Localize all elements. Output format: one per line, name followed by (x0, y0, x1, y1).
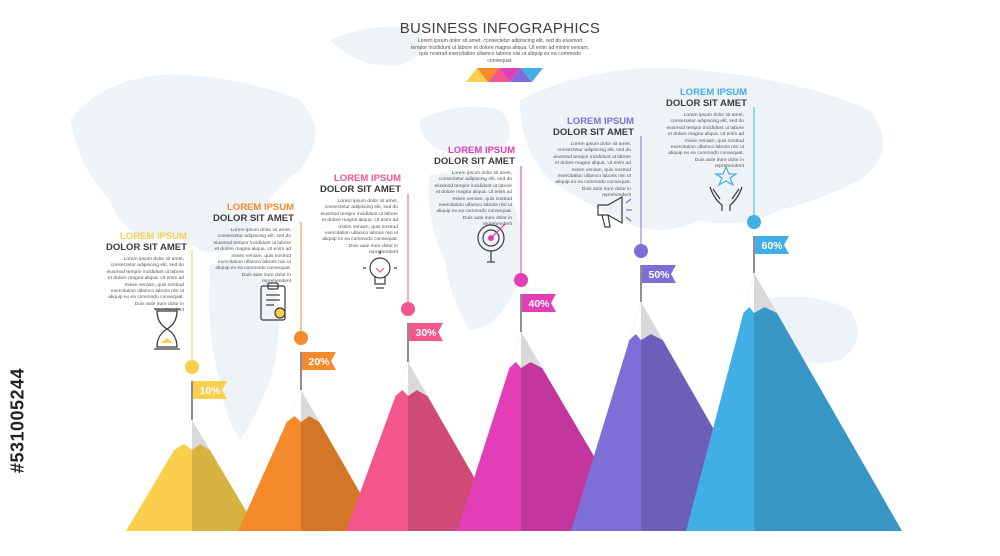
step-5-subheading: DOLOR SIT AMET (553, 127, 634, 138)
clipboard-icon (260, 282, 286, 321)
mountain-5-snow-shadow (641, 302, 663, 340)
header-triangle (477, 68, 499, 82)
step-5-text: LOREM IPSUM DOLOR SIT AMET Lorem ipsum d… (553, 116, 663, 200)
mountain-4-snow-shadow (521, 332, 543, 368)
mountain-5-left-face (571, 302, 641, 531)
step-1-dot (185, 360, 199, 374)
step-2-heading: LOREM IPSUM (227, 202, 295, 213)
mountain-3-left-face (346, 362, 408, 531)
target-icon (477, 223, 506, 263)
lightbulb-icon (363, 251, 397, 289)
step-5-heading: LOREM IPSUM (567, 116, 635, 127)
step-2-dot (294, 331, 308, 345)
step-4-flag (522, 294, 556, 312)
step-2-text: LOREM IPSUM DOLOR SIT AMET Lorem ipsum d… (213, 202, 323, 286)
step-4-subheading: DOLOR SIT AMET (434, 156, 515, 167)
step-3-text: LOREM IPSUM DOLOR SIT AMET Lorem ipsum d… (320, 173, 430, 257)
step-1-percent-label: 10% (199, 385, 221, 397)
step-5-flag (642, 265, 676, 283)
step-1-heading: LOREM IPSUM (120, 231, 188, 242)
stock-id-label: #531005244 (8, 320, 30, 520)
world-map-background (70, 26, 883, 440)
step-2-body: Lorem ipsum dolor sit amet, consectetur … (213, 228, 291, 285)
header-triangle (488, 68, 510, 82)
step-2-flag (302, 352, 336, 370)
step-4-text: LOREM IPSUM DOLOR SIT AMET Lorem ipsum d… (434, 145, 544, 229)
step-1-text: LOREM IPSUM DOLOR SIT AMET Lorem ipsum d… (106, 231, 216, 315)
stock-id-text: #531005244 (7, 367, 28, 474)
hourglass-icon (154, 308, 180, 350)
step-3-flag (409, 323, 443, 341)
step-6-body: Lorem ipsum dolor sit amet, consectetur … (666, 113, 744, 170)
step-1-flag (193, 381, 227, 399)
mountain-2-snow-shadow (301, 390, 320, 422)
page-subtitle: Lorem ipsum dolor sit amet, consectetur … (410, 38, 590, 64)
header-triangle (521, 68, 543, 82)
mountain-6-right-face (754, 273, 902, 531)
step-6-heading: LOREM IPSUM (680, 87, 748, 98)
step-5-dot (634, 244, 648, 258)
step-5-body: Lorem ipsum dolor sit amet, consectetur … (553, 142, 631, 199)
step-5-percent-label: 50% (648, 269, 670, 281)
step-6-text: LOREM IPSUM DOLOR SIT AMET Lorem ipsum d… (666, 87, 776, 171)
step-4-dot (514, 273, 528, 287)
stem-series: 10% 20% 30% 40% 50% 60% (185, 107, 789, 420)
step-1-body: Lorem ipsum dolor sit amet, consectetur … (106, 257, 184, 314)
step-6-percent-label: 60% (761, 240, 783, 252)
header-triangle (499, 68, 521, 82)
step-3-percent-label: 30% (415, 327, 437, 339)
step-4-heading: LOREM IPSUM (448, 145, 516, 156)
star-hands-icon (709, 165, 743, 211)
mountain-6-left-face (686, 273, 754, 531)
step-4-percent-label: 40% (528, 298, 550, 310)
header-triangle (466, 68, 488, 82)
header-triangle (510, 68, 532, 82)
mountain-2-left-face (238, 390, 301, 531)
step-4-body: Lorem ipsum dolor sit amet, consectetur … (434, 171, 512, 228)
page-title: BUSINESS INFOGRAPHICS (399, 20, 601, 37)
mountain-series (126, 273, 902, 531)
step-3-body: Lorem ipsum dolor sit amet, consectetur … (320, 199, 398, 256)
step-3-dot (401, 302, 415, 316)
step-1-subheading: DOLOR SIT AMET (106, 242, 187, 253)
icon-series (154, 165, 743, 350)
step-6-dot (747, 215, 761, 229)
mountain-4-left-face (457, 332, 521, 531)
step-2-subheading: DOLOR SIT AMET (213, 213, 294, 224)
mountain-6-snow-shadow (754, 273, 777, 313)
step-2-percent-label: 20% (308, 356, 330, 368)
mountain-1-snow-shadow (192, 420, 210, 450)
megaphone-icon (597, 195, 632, 228)
step-3-subheading: DOLOR SIT AMET (320, 184, 401, 195)
mountain-3-snow-shadow (408, 362, 428, 396)
step-6-flag (755, 236, 789, 254)
header-triangle-strip (466, 68, 543, 82)
step-3-heading: LOREM IPSUM (334, 173, 402, 184)
step-6-subheading: DOLOR SIT AMET (666, 98, 747, 109)
